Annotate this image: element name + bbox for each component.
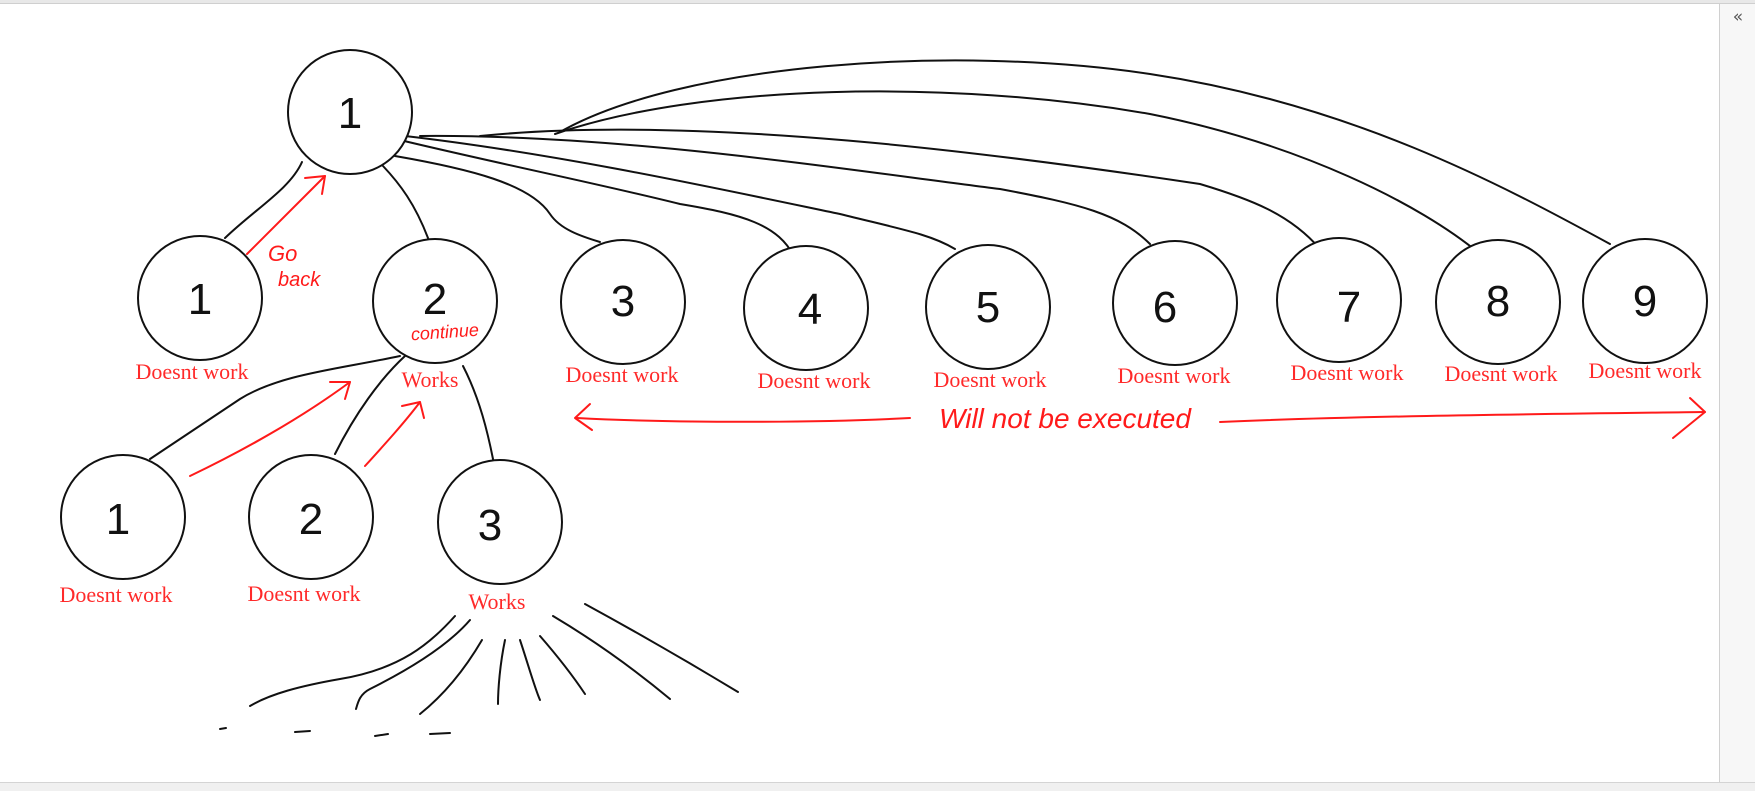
ellipsis-dash-3	[374, 733, 389, 737]
level2-node-3-status: Works	[469, 589, 526, 614]
level1-node-5-number: 5	[976, 283, 1000, 332]
level1-node-5	[925, 244, 1051, 370]
level2-node-1-status: Doesnt work	[59, 582, 172, 607]
edge-2-to-3	[462, 365, 494, 460]
edge-root-to-9	[559, 59, 1611, 245]
go-back-text-line1: Go	[268, 241, 297, 266]
level1-node-3	[560, 239, 686, 365]
range-arrow-left-head	[574, 403, 593, 431]
level1-node-2	[372, 238, 498, 364]
level1-node-7	[1276, 237, 1402, 363]
ellipsis-dash-1	[219, 727, 227, 730]
collapse-panel-icon[interactable]: «	[1732, 7, 1744, 27]
level1-node-2-status: Works	[402, 367, 459, 392]
level2-node-2-status: Doesnt work	[247, 581, 360, 606]
range-line-left	[576, 417, 911, 423]
ellipsis-dash-4	[429, 732, 451, 735]
level1-node-1-number: 1	[188, 275, 212, 324]
range-arrow-right-head	[1672, 397, 1706, 439]
level1-node-4-number: 4	[798, 285, 822, 334]
level1-node-4	[743, 245, 869, 371]
level1-node-1-status: Doesnt work	[135, 359, 248, 384]
level2-node-2-number: 2	[299, 495, 323, 544]
annotation-texts: Go back continue Will not be executed	[268, 241, 1192, 434]
edge-root-to-8	[554, 90, 1481, 255]
diagram-canvas: 1 1 2 3 4 5 6 7 8 9 1 2 3 Doesnt work Wo…	[59, 49, 1708, 737]
range-line-right	[1219, 411, 1706, 423]
edge-2-to-1	[149, 355, 401, 460]
edge-3-fan-3	[419, 639, 483, 715]
edge-2-to-2	[334, 355, 406, 455]
return-arrow-1	[189, 381, 351, 477]
level2-node-2	[248, 454, 374, 580]
right-side-panel	[1719, 4, 1755, 782]
go-back-arrow	[246, 175, 326, 255]
level1-node-3-number: 3	[611, 277, 635, 326]
level1-node-2-number: 2	[423, 275, 447, 324]
edges	[149, 59, 1611, 737]
edge-root-to-6	[419, 134, 1151, 245]
edge-root-to-2	[382, 165, 429, 239]
continue-note: continue	[410, 320, 479, 345]
range-note: Will not be executed	[939, 403, 1192, 434]
level1-node-9-number: 9	[1633, 277, 1657, 326]
edge-root-to-3	[394, 155, 601, 243]
nodes	[60, 49, 1708, 585]
level1-node-7-status: Doesnt work	[1290, 360, 1403, 385]
level1-node-4-status: Doesnt work	[757, 368, 870, 393]
level2-node-3	[437, 459, 563, 585]
edge-root-to-5	[404, 135, 956, 250]
return-arrow-2	[364, 401, 421, 467]
go-back-arrow-head	[304, 175, 326, 195]
level1-node-8	[1435, 239, 1561, 365]
node-numbers: 1 1 2 3 4 5 6 7 8 9 1 2 3	[106, 89, 1657, 550]
edge-3-fan-5	[519, 639, 541, 701]
level1-node-6-number: 6	[1153, 283, 1177, 332]
level1-node-7-number: 7	[1337, 283, 1361, 332]
ellipsis-dash-2	[294, 730, 311, 733]
top-border	[0, 0, 1755, 4]
return-arrow-2-head	[401, 401, 425, 419]
edge-root-to-4	[399, 139, 796, 260]
edge-3-fan-8	[584, 603, 739, 693]
edge-3-fan-4	[497, 639, 506, 705]
bottom-border	[0, 782, 1755, 791]
edge-root-to-7	[479, 128, 1321, 250]
annotations	[189, 175, 1706, 477]
level1-node-8-status: Doesnt work	[1444, 361, 1557, 386]
root-node-number: 1	[338, 89, 362, 138]
status-labels: Doesnt work Works Doesnt work Doesnt wor…	[59, 358, 1701, 614]
level1-node-5-status: Doesnt work	[933, 367, 1046, 392]
go-back-text-line2: back	[278, 269, 321, 291]
level1-node-8-number: 8	[1486, 277, 1510, 326]
level2-node-1	[60, 454, 186, 580]
edge-3-fan-7	[552, 615, 671, 700]
level1-node-1	[137, 235, 263, 361]
level1-node-6-status: Doesnt work	[1117, 363, 1230, 388]
edge-3-fan-6	[539, 635, 586, 695]
level1-node-9-status: Doesnt work	[1588, 358, 1701, 383]
level2-node-1-number: 1	[106, 495, 130, 544]
level2-node-3-number: 3	[478, 501, 502, 550]
level1-node-3-status: Doesnt work	[565, 362, 678, 387]
edge-root-to-1	[224, 161, 303, 239]
root-node	[287, 49, 413, 175]
edge-3-fan-1	[249, 615, 456, 707]
return-arrow-1-head	[329, 381, 351, 400]
level1-node-6	[1112, 240, 1238, 366]
level1-node-9	[1582, 238, 1708, 364]
edge-3-fan-2	[355, 619, 471, 710]
